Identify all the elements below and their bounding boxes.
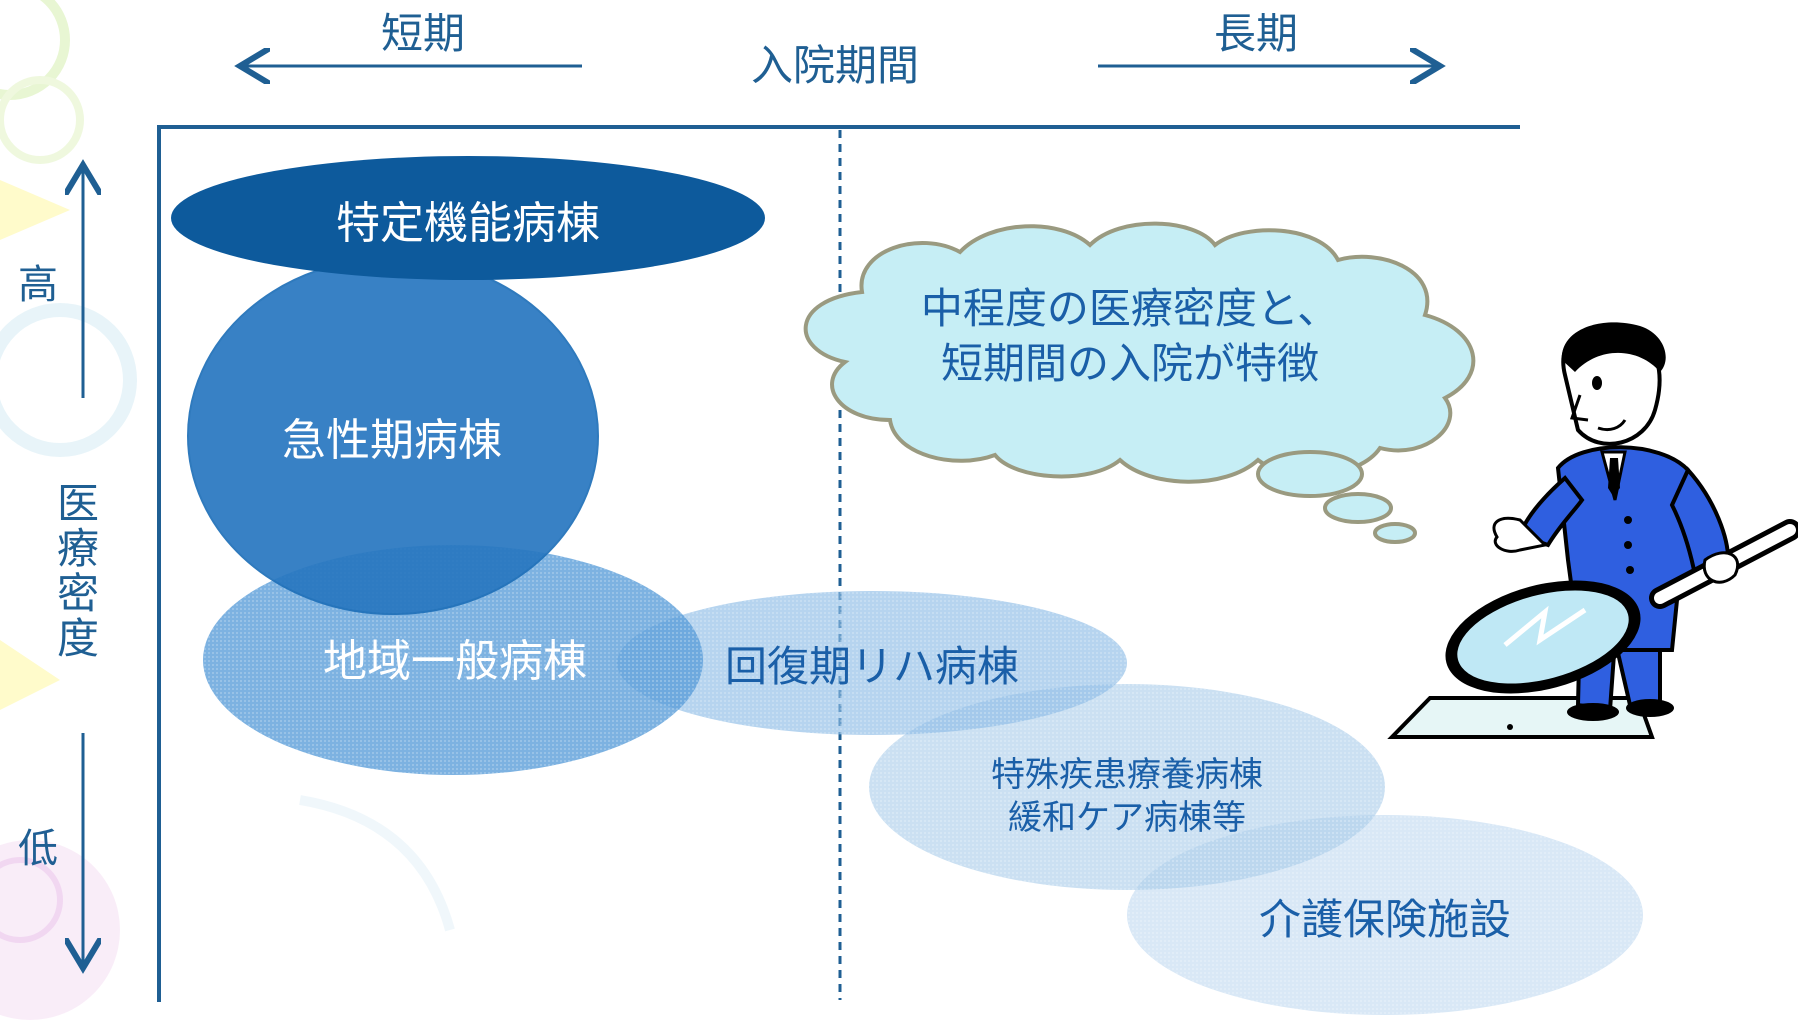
x-short-label: 短期 [381, 9, 465, 58]
y-low-label: 低 [18, 826, 58, 872]
acute-label: 急性期病棟 [282, 415, 502, 466]
palliative-care-label: 緩和ケア病棟等 [1008, 798, 1246, 838]
y-axis-title: 医 療 密 度 [57, 479, 99, 663]
special-disease-ellipse [869, 684, 1385, 890]
background-decoration [0, 0, 455, 1020]
y-title-char: 医 [57, 479, 99, 528]
y-title-char: 度 [57, 614, 99, 663]
care-facility-label: 介護保険施設 [1259, 895, 1511, 944]
special-function-ellipse [171, 156, 765, 280]
x-long-label: 長期 [1214, 9, 1298, 58]
y-high-label: 高 [18, 262, 58, 308]
x-axis-title: 入院期間 [751, 41, 919, 90]
thought-cloud [803, 221, 1476, 544]
inspector-illustration [1387, 322, 1798, 739]
recovery-rehab-ellipse [617, 591, 1127, 735]
y-title-char: 密 [57, 569, 99, 618]
community-label: 地域一般病棟 [323, 636, 587, 687]
special-function-label: 特定機能病棟 [336, 198, 600, 249]
special-disease-label: 特殊疾患療養病棟 [991, 755, 1263, 795]
y-title-char: 療 [57, 524, 99, 573]
callout-line2: 短期間の入院が特徴 [941, 339, 1319, 388]
recovery-rehab-label: 回復期リハ病棟 [725, 642, 1019, 691]
callout-line1: 中程度の医療密度と、 [921, 284, 1339, 333]
